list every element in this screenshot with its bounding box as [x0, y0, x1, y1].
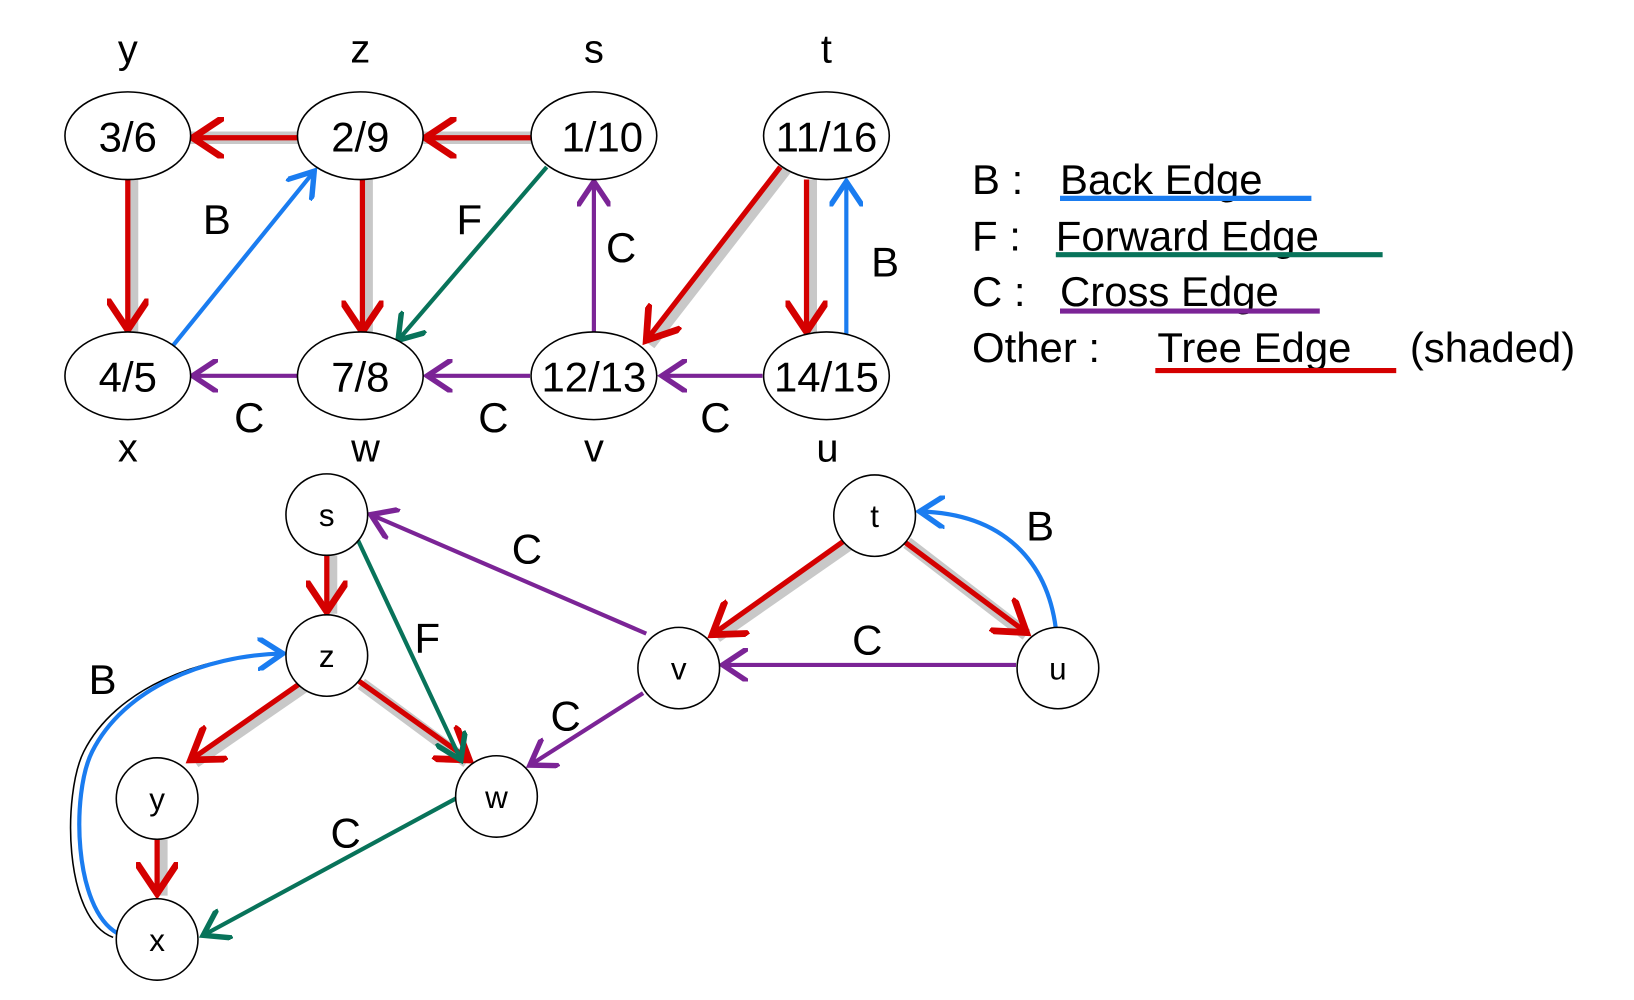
edge-label-cross: C — [606, 224, 636, 271]
node-name: u — [816, 426, 838, 470]
top-node-t: 11/16 t — [762, 28, 891, 181]
tree-edge-t-v — [646, 165, 783, 340]
legend-label: Cross Edge — [1060, 268, 1279, 315]
node-name: x — [118, 426, 138, 470]
node-name: y — [118, 28, 138, 72]
node-name: v — [671, 652, 687, 687]
bottom-node-u: u — [1016, 626, 1100, 710]
node-name: u — [1049, 652, 1066, 687]
top-node-w: 7/8 w — [296, 331, 424, 470]
edge-label-cross: C — [234, 394, 264, 441]
forward-edge-s-w — [356, 539, 461, 760]
discovery-finish-times: 14/15 — [774, 354, 879, 401]
cross-edge-w-x — [203, 795, 459, 935]
bottom-graph: s z y x w v t u C F B C C B C — [69, 473, 1100, 981]
tree-edge-z-w — [356, 678, 469, 760]
edge-label-forward: F — [415, 614, 441, 661]
legend: B : Back Edge F : Forward Edge C : Cross… — [972, 156, 1575, 374]
legend-forward-edge: F : Forward Edge — [972, 213, 1383, 260]
legend-key: B : — [972, 156, 1023, 203]
legend-tree-edge: Other : Tree Edge (shaded) — [972, 324, 1575, 374]
top-node-v: 12/13 v — [530, 331, 658, 470]
legend-key: F : — [972, 213, 1021, 260]
node-name: s — [584, 28, 604, 72]
bottom-node-x: x — [115, 897, 199, 981]
node-name: v — [584, 426, 604, 470]
top-node-z: 2/9 z — [296, 28, 424, 181]
edge-label-cross: C — [512, 526, 542, 573]
discovery-finish-times: 11/16 — [776, 113, 878, 160]
bottom-node-w: w — [454, 754, 539, 838]
node-name: t — [821, 28, 832, 72]
node-name: w — [484, 780, 508, 815]
legend-suffix: (shaded) — [1410, 324, 1575, 371]
discovery-finish-times: 2/9 — [331, 113, 389, 160]
edge-label-back: B — [203, 196, 231, 243]
top-graph: 3/6y 2/9z 1/10s 11/16t 4/5x 7/8w 12/13v … — [64, 28, 899, 470]
discovery-finish-times: 4/5 — [99, 354, 157, 401]
edge-label-back: B — [871, 239, 899, 286]
top-node-u: 14/15 u — [762, 331, 891, 470]
discovery-finish-times: 12/13 — [541, 354, 646, 401]
edge-label-cross: C — [478, 394, 508, 441]
legend-label: Back Edge — [1060, 156, 1263, 203]
bottom-node-t: t — [832, 474, 917, 558]
discovery-finish-times: 3/6 — [99, 113, 157, 160]
legend-key: C : — [972, 268, 1026, 315]
tree-edge-t-u — [901, 538, 1027, 633]
bottom-node-v: v — [637, 626, 721, 710]
legend-label: Forward Edge — [1056, 213, 1319, 260]
node-name: x — [149, 923, 165, 958]
bottom-node-y: y — [115, 757, 199, 841]
edge-label-cross: C — [852, 617, 882, 664]
node-name: y — [149, 782, 165, 817]
node-name: t — [870, 499, 879, 534]
top-node-x: 4/5 x — [64, 331, 192, 470]
legend-key: Other : — [972, 324, 1100, 371]
back-edge-u-t — [920, 511, 1058, 629]
node-name: z — [319, 639, 335, 674]
legend-cross-edge: C : Cross Edge — [972, 268, 1320, 315]
top-node-s: 1/10 s — [530, 28, 658, 181]
bottom-node-s: s — [285, 473, 369, 557]
cross-edge-v-w — [530, 691, 645, 765]
legend-label: Tree Edge — [1157, 324, 1351, 371]
edge-label-cross: C — [550, 693, 580, 740]
bottom-node-z: z — [285, 614, 369, 698]
discovery-finish-times: 7/8 — [331, 354, 389, 401]
node-name: s — [319, 498, 335, 533]
node-name: w — [350, 426, 380, 470]
cross-edge-v-s — [371, 515, 648, 636]
forward-edge-s-w — [398, 165, 549, 340]
edge-label-cross: C — [700, 394, 730, 441]
tree-edge-z-y — [191, 681, 302, 760]
node-name: z — [350, 28, 370, 72]
legend-back-edge: B : Back Edge — [972, 156, 1312, 203]
edge-label-forward: F — [456, 196, 482, 243]
discovery-finish-times: 1/10 — [562, 113, 644, 160]
edge-label-back: B — [1026, 503, 1054, 550]
edge-label-cross: C — [331, 810, 361, 857]
tree-edges-shading — [155, 537, 1031, 896]
top-node-y: 3/6 y — [64, 28, 192, 181]
back-edge-x-z — [168, 171, 315, 351]
tree-edge-t-v — [712, 538, 846, 635]
edge-label-back: B — [89, 656, 117, 703]
